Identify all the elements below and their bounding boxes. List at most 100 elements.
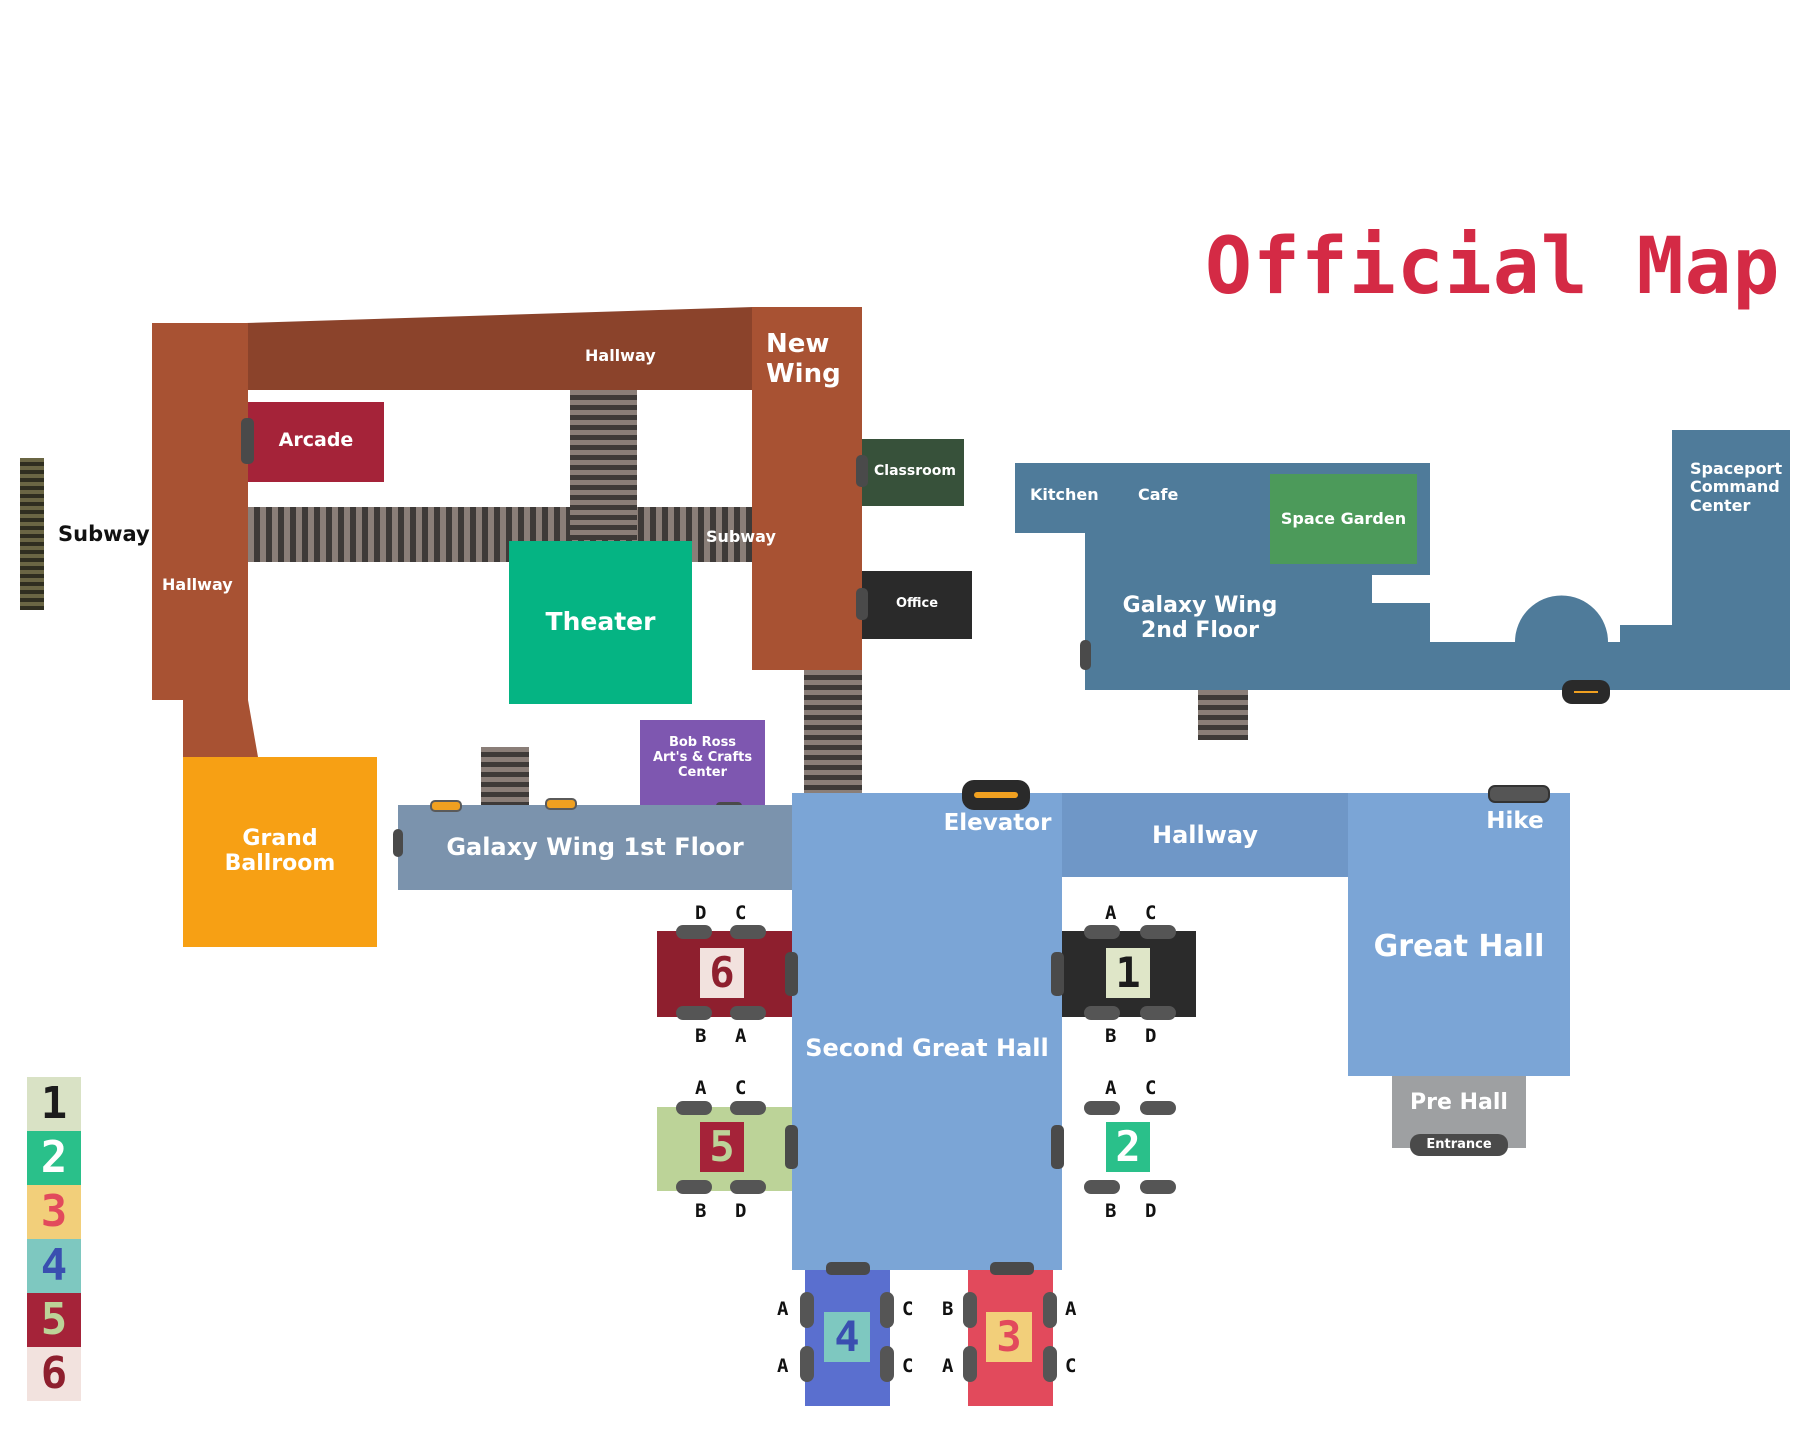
unit-3-seat-label: A [942, 1355, 954, 1377]
unit-2-seat [1140, 1101, 1176, 1115]
unit-6-seat-label: B [695, 1025, 707, 1047]
unit-3-seat [963, 1292, 977, 1328]
office-room[interactable] [862, 571, 972, 639]
unit-4-tile [824, 1312, 870, 1362]
unit-5-door[interactable] [785, 1125, 798, 1169]
unit-2-number: 2 [1115, 1122, 1141, 1171]
legend-item-2: 2 [27, 1131, 81, 1185]
unit-6-tile [700, 948, 744, 998]
unit-3-door[interactable] [990, 1262, 1034, 1275]
arcade-room[interactable] [248, 402, 384, 482]
unit-2-tile [1106, 1122, 1150, 1172]
unit-4-seat [880, 1346, 894, 1382]
subway-left-label: Subway [58, 522, 150, 546]
unit-6-number: 6 [709, 948, 735, 997]
galaxy-dome-shape [1515, 595, 1608, 642]
unit-4-seat-label: C [902, 1298, 914, 1320]
theater-room[interactable] [509, 541, 692, 704]
second-great-hall-label: Second Great Hall [805, 1034, 1049, 1062]
entrance-door[interactable] [1410, 1134, 1508, 1156]
unit-5-tile [700, 1122, 744, 1172]
bob-ross-room[interactable] [640, 720, 765, 806]
hallway-right-room[interactable] [1062, 793, 1348, 877]
classroom-label: Classroom [874, 463, 956, 479]
new-wing-room[interactable] [752, 307, 862, 670]
legend-item-4: 4 [27, 1239, 81, 1293]
stairs-galaxy-2nd [1198, 690, 1248, 740]
stairs-top [570, 390, 637, 540]
unit-5-seat [676, 1101, 712, 1115]
office-door[interactable] [856, 588, 868, 620]
unit-1-seat-label: B [1105, 1025, 1117, 1047]
unit-4-seat [800, 1346, 814, 1382]
arcade-label: Arcade [278, 429, 354, 451]
unit-1-seat-label: A [1105, 902, 1117, 924]
elevator-door-stripe [974, 792, 1018, 798]
unit-1-number: 1 [1115, 948, 1141, 997]
galaxy-1st-door-left[interactable] [393, 829, 403, 857]
unit-6-door[interactable] [785, 952, 798, 996]
unit-2-seat [1084, 1101, 1120, 1115]
unit-1-tile [1106, 948, 1150, 998]
galaxy-wing-1st-room[interactable] [398, 805, 792, 890]
grand-ballroom-room[interactable] [183, 757, 377, 947]
unit-4-door[interactable] [826, 1262, 870, 1275]
unit-3-tile [986, 1312, 1032, 1362]
unit-4-number: 4 [834, 1312, 860, 1361]
pre-hall-label: Pre Hall [1410, 1090, 1508, 1115]
galaxy-1st-door-b[interactable] [545, 798, 577, 810]
top-hallway-shape [246, 307, 754, 390]
unit-5-seat [676, 1180, 712, 1194]
entrance-label: Entrance [1426, 1137, 1492, 1152]
new-wing-label: New Wing [766, 329, 841, 389]
bob-ross-label: Bob Ross Art's & Crafts Center [652, 735, 753, 780]
space-garden-label: Space Garden [1280, 509, 1407, 528]
unit-3-seat [1043, 1292, 1057, 1328]
arcade-door[interactable] [241, 418, 254, 464]
hike-door[interactable] [1488, 785, 1550, 803]
unit-3-seat-label: A [1065, 1298, 1077, 1320]
unit-2-seat-label: D [1145, 1200, 1157, 1222]
unit-4-seat [880, 1292, 894, 1328]
unit-1-door[interactable] [1051, 952, 1064, 996]
unit-5-seat-label: C [735, 1077, 747, 1099]
subway-mid-label: Subway [706, 527, 776, 546]
galaxy-2nd-door-left[interactable] [1080, 640, 1091, 670]
galaxy-wing-1st-label: Galaxy Wing 1st Floor [446, 833, 744, 861]
classroom-room[interactable] [862, 439, 964, 506]
great-hall-label: Great Hall [1373, 929, 1545, 964]
unit-1-seat-label: D [1145, 1025, 1157, 1047]
unit-6-seat-label: D [695, 902, 707, 924]
unit-5-seat [730, 1180, 766, 1194]
elevator-label: Elevator [943, 810, 1052, 836]
classroom-door[interactable] [856, 455, 868, 487]
galaxy-wing-2nd-label: Galaxy Wing 2nd Floor [1122, 593, 1278, 644]
second-great-hall-room[interactable] [792, 793, 1062, 1270]
unit-4-seat-label: A [777, 1298, 789, 1320]
great-hall-room[interactable] [1348, 793, 1570, 1076]
left-hallway-shape [152, 323, 258, 757]
legend-item-6: 6 [27, 1347, 81, 1401]
galaxy-1st-door-a[interactable] [430, 800, 462, 812]
grand-ballroom-label: Grand Ballroom [224, 826, 336, 877]
space-garden-room[interactable] [1270, 474, 1417, 564]
unit-1-seat [1084, 925, 1120, 939]
unit-5-seat [730, 1101, 766, 1115]
office-label: Office [895, 596, 939, 611]
unit-3-seat [963, 1346, 977, 1382]
unit-6-seat-label: A [735, 1025, 747, 1047]
unit-3-seat-label: C [1065, 1355, 1077, 1377]
unit-6-seat [676, 925, 712, 939]
stairs-new-wing [804, 670, 862, 793]
legend-item-5: 5 [27, 1293, 81, 1347]
unit-2-door[interactable] [1051, 1125, 1064, 1169]
subway-left-track [20, 458, 44, 610]
spaceport-label: Spaceport Command Center [1690, 459, 1783, 515]
unit-2-seat-label: B [1105, 1200, 1117, 1222]
unit-3-seat-label: B [942, 1298, 954, 1320]
unit-2-seat [1140, 1180, 1176, 1194]
unit-4-seat [800, 1292, 814, 1328]
unit-5-number: 5 [709, 1122, 735, 1171]
stairs-galaxy-1st [481, 747, 529, 805]
unit-1-seat [1140, 925, 1176, 939]
